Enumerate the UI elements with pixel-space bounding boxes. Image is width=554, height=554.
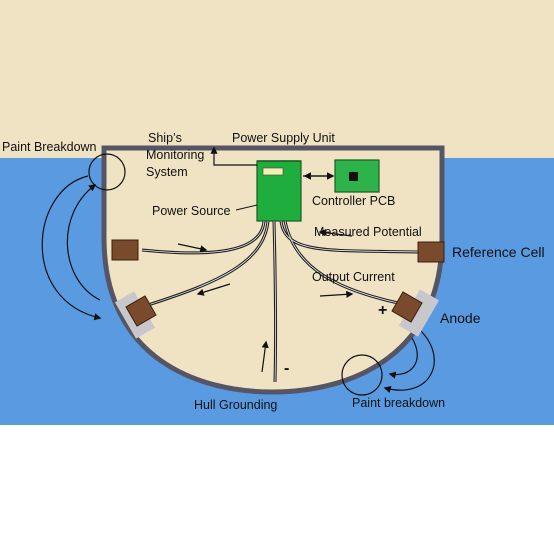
ships-monitoring-system-label-line2: Monitoring: [146, 148, 205, 162]
paint-breakdown-right-label: Paint breakdown: [352, 396, 446, 410]
power-source-pointer: [235, 204, 258, 211]
ships-monitoring-system-label-line3: System: [146, 165, 188, 179]
anode-right-icon: [391, 289, 440, 337]
reference-cell-right-icon: [417, 241, 445, 263]
pcb-chip: [349, 172, 358, 181]
bottom-margin: [0, 425, 554, 554]
controller-pcb-label: Controller PCB: [312, 194, 396, 208]
current-arrow-right-inner: [388, 337, 418, 379]
arrow-icon: [261, 340, 269, 373]
controller-pcb-icon: [334, 159, 380, 193]
power-source-label: Power Source: [152, 204, 231, 218]
psu-to-monitoring-arrow: [210, 146, 257, 166]
hull-grounding-label: Hull Grounding: [194, 398, 278, 412]
paint-breakdown-left-circle: [88, 153, 126, 191]
paint-breakdown-left-label: Paint Breakdown: [2, 140, 97, 154]
paint-breakdown-right-circle: [341, 354, 383, 396]
reference-cell-label: Reference Cell: [452, 244, 545, 260]
current-arrow-left-outer: [41, 175, 102, 321]
current-arrow-right-outer: [383, 329, 435, 393]
arrow-icon: [318, 229, 353, 237]
psu-display: [262, 167, 284, 176]
output-current-label: Output Current: [312, 270, 395, 284]
arrow-icon: [319, 290, 354, 298]
measured-potential-label: Measured Potential: [314, 225, 422, 239]
current-arrow-left-inner: [66, 184, 101, 301]
plus-sign: +: [378, 302, 388, 319]
sky-band: [0, 0, 554, 158]
power-supply-unit-label: Power Supply Unit: [232, 131, 335, 145]
arrow-icon: [177, 243, 208, 253]
anode-left-icon: [114, 291, 157, 339]
ships-monitoring-system-label-line1: Ship’s: [148, 131, 182, 145]
arrow-icon: [196, 283, 231, 296]
cable-highlights: [141, 220, 421, 383]
minus-sign: -: [284, 360, 290, 377]
flow-arrows: [177, 229, 354, 373]
reference-cell-left-icon: [111, 239, 139, 261]
anode-label: Anode: [440, 310, 481, 326]
